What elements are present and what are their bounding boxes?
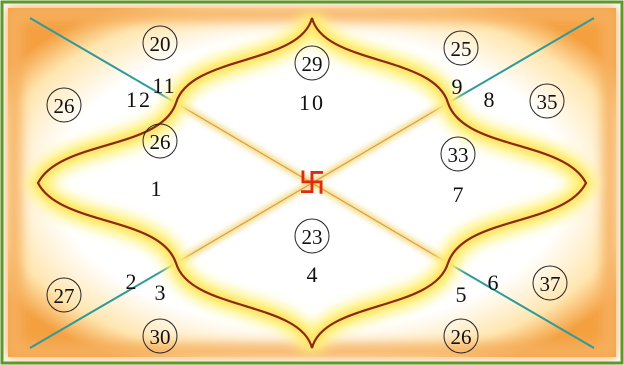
house-number-7: 7 [453,182,464,207]
house-number-9: 9 [452,74,463,99]
points-house-5: 26 [451,325,472,349]
points-extra-2: 37 [540,272,561,296]
points-house-9: 25 [451,37,472,61]
house-number-10: 10 [299,90,325,115]
house-number-8: 8 [484,87,495,112]
house-number-11: 11 [152,73,175,98]
points-house-7: 33 [448,143,469,167]
points-house-10: 29 [302,52,323,76]
house-number-1: 1 [151,176,162,201]
points-extra-1: 27 [54,284,75,308]
points-house-8: 35 [537,90,558,114]
points-house-4: 23 [302,225,323,249]
points-house-11: 20 [150,32,171,56]
house-number-12: 12 [126,87,152,112]
house-number-3: 3 [155,280,166,305]
points-house-3: 30 [150,325,171,349]
house-number-5: 5 [456,282,467,307]
house-number-2: 2 [126,269,137,294]
house-number-4: 4 [307,262,318,287]
house-number-6: 6 [488,270,499,295]
points-house-12: 26 [54,94,75,118]
points-house-1: 26 [150,130,171,154]
swastika-icon: 卐 [299,169,325,199]
